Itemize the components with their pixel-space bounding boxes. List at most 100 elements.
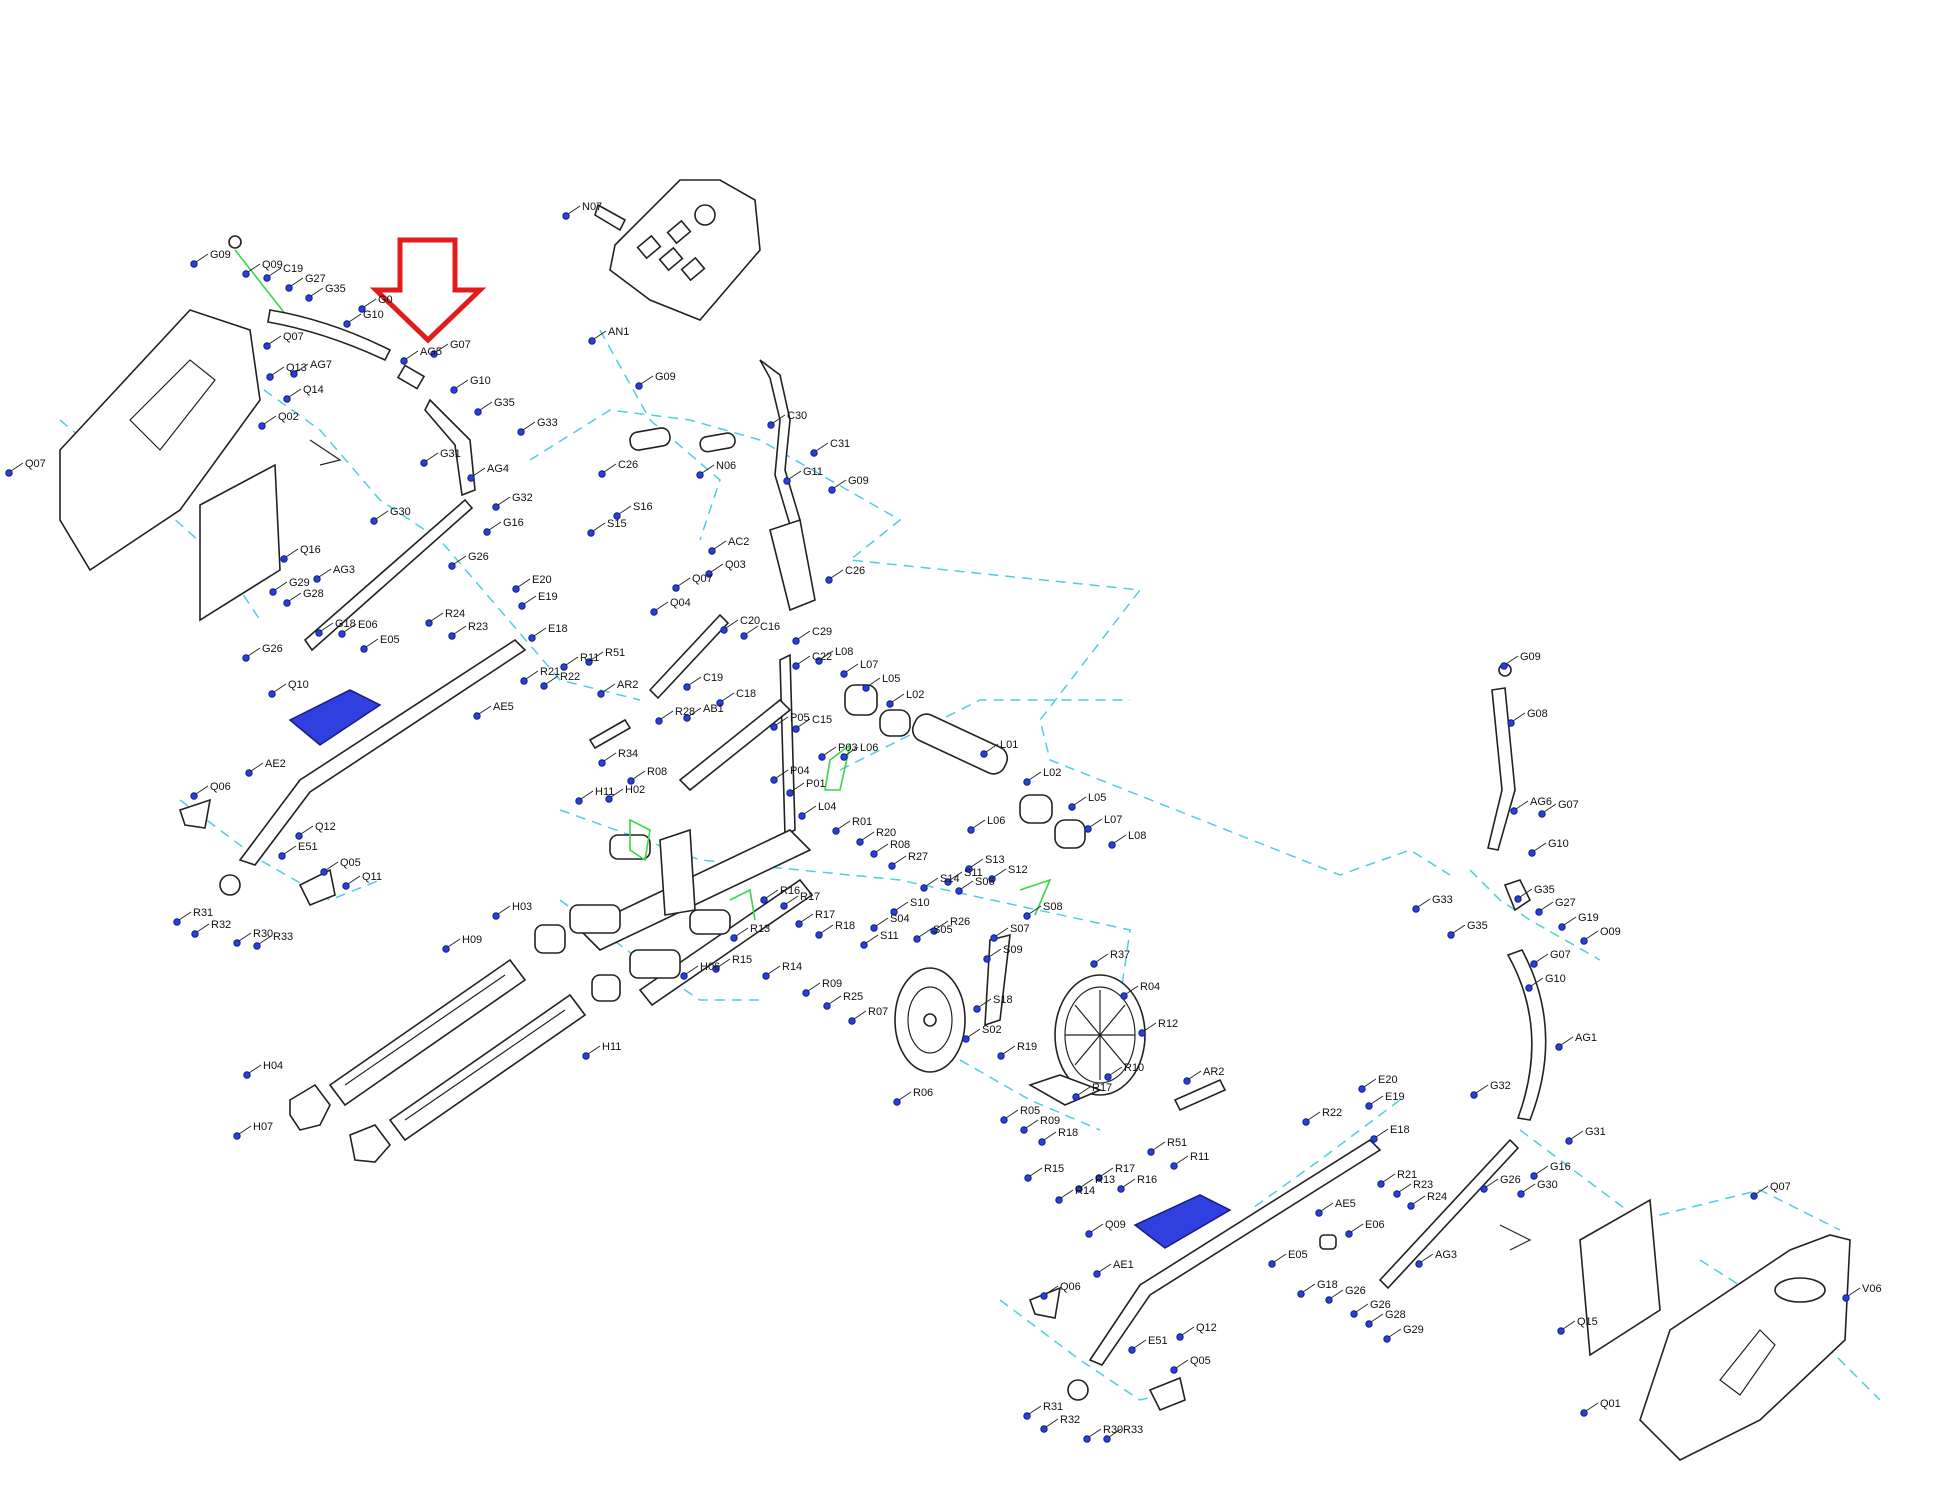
fastener-dot	[888, 862, 896, 870]
leader-line	[263, 415, 277, 425]
leader-line	[785, 895, 799, 905]
leader-line	[1175, 1155, 1189, 1165]
leader-line	[1505, 655, 1519, 665]
part-label: Q12	[1196, 1322, 1217, 1334]
fastener-dot	[913, 935, 921, 943]
fastener-dot	[1104, 1073, 1112, 1081]
leader-line	[1420, 1253, 1434, 1263]
leader-line	[295, 363, 309, 373]
fastener-dot	[587, 529, 595, 537]
part-label: L07	[1104, 814, 1122, 826]
part-label: G26	[468, 551, 489, 563]
part-label: L08	[835, 646, 853, 658]
part-label: R26	[950, 916, 970, 928]
leader-line	[713, 540, 727, 550]
leader-line	[1125, 985, 1139, 995]
fastener-dot	[1530, 960, 1538, 968]
fastener-dot	[712, 965, 720, 973]
part-label: R13	[750, 923, 770, 935]
leader-line	[1005, 1109, 1019, 1119]
leader-line	[1585, 930, 1599, 940]
leader-line	[1363, 1078, 1377, 1088]
part-label: S14	[940, 873, 960, 885]
part-label: R14	[782, 961, 802, 973]
leader-line	[893, 855, 907, 865]
part-label: L04	[818, 801, 836, 813]
part-label: E19	[1385, 1091, 1405, 1103]
fastener-dot	[1297, 1290, 1305, 1298]
leader-line	[1417, 898, 1431, 908]
leader-line	[1098, 1263, 1112, 1273]
leader-line	[1113, 834, 1127, 844]
leader-line	[1133, 1339, 1147, 1349]
fastener-dot	[1268, 1260, 1276, 1268]
leader-line	[1350, 1223, 1364, 1233]
fastener-dot	[342, 882, 350, 890]
fastener-dot	[716, 699, 724, 707]
part-label: R33	[1123, 1424, 1143, 1436]
fastener-dot	[627, 777, 635, 785]
leader-line	[765, 889, 779, 899]
part-label: R22	[560, 671, 580, 683]
fastener-dot	[740, 632, 748, 640]
leader-line	[580, 790, 594, 800]
leader-line	[590, 651, 604, 661]
leader-line	[488, 521, 502, 531]
fastener-dot	[492, 912, 500, 920]
leader-line	[238, 1125, 252, 1135]
fastener-dot	[242, 270, 250, 278]
leader-line	[258, 935, 272, 945]
part-label: R19	[1017, 1041, 1037, 1053]
part-label: L02	[906, 689, 924, 701]
fastener-dot	[518, 602, 526, 610]
fastener-dot	[1170, 1162, 1178, 1170]
fastener-dot	[1510, 807, 1518, 815]
fastener-dot	[425, 619, 433, 627]
leader-line	[447, 938, 461, 948]
leader-line	[837, 820, 851, 830]
part-label: C19	[703, 672, 723, 684]
leader-line	[875, 843, 889, 853]
part-label: G10	[470, 375, 491, 387]
right-pedal-arm	[1028, 1078, 1382, 1412]
leader-line	[797, 718, 811, 728]
fastener-dot	[955, 887, 963, 895]
leader-line	[632, 770, 646, 780]
leader-line	[960, 880, 974, 890]
part-label: E20	[1378, 1074, 1398, 1086]
fastener-dot	[983, 955, 991, 963]
part-label: C15	[812, 714, 832, 726]
fastener-dot	[1580, 937, 1588, 945]
fastener-dot	[848, 1017, 856, 1025]
leader-line	[1398, 1183, 1412, 1193]
fastener-dot	[1176, 1333, 1184, 1341]
leader-line	[820, 650, 834, 660]
leader-line	[1375, 1128, 1389, 1138]
leader-line	[1388, 1328, 1402, 1338]
fastener-dot	[400, 357, 408, 365]
fastener-dot	[358, 305, 366, 313]
fastener-dot	[792, 662, 800, 670]
part-label: AG4	[487, 463, 509, 475]
part-label: Q05	[340, 857, 361, 869]
leader-line	[791, 782, 805, 792]
leader-line	[1028, 771, 1042, 781]
fastener-dot	[173, 918, 181, 926]
part-label: E20	[532, 574, 552, 586]
part-label: Q07	[25, 458, 46, 470]
leader-line	[1382, 1173, 1396, 1183]
fastener-dot	[1565, 1137, 1573, 1145]
part-label: R17	[1092, 1082, 1112, 1094]
fastener-dot	[268, 690, 276, 698]
part-label: P05	[790, 712, 810, 724]
part-label: G19	[1578, 912, 1599, 924]
leader-line	[815, 442, 829, 452]
part-label: R05	[1020, 1105, 1040, 1117]
part-label: AE5	[1335, 1198, 1356, 1210]
fastener-dot	[450, 386, 458, 394]
part-label: N06	[716, 460, 736, 472]
leader-line	[1073, 796, 1087, 806]
fastener-dot	[840, 753, 848, 761]
leader-line	[1533, 842, 1547, 852]
leader-line	[1330, 1289, 1344, 1299]
